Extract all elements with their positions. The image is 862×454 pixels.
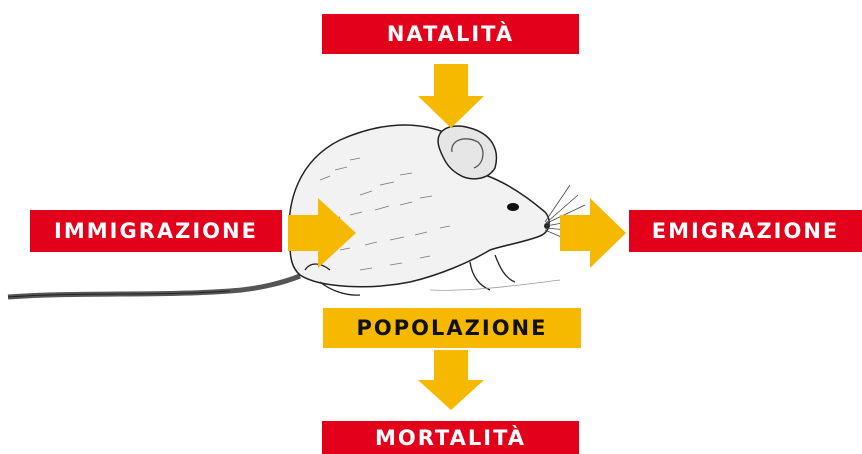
mortalita-label: MORTALITÀ <box>322 421 579 454</box>
arrow-icon <box>418 64 484 128</box>
immigrazione-label: IMMIGRAZIONE <box>30 210 282 252</box>
arrow-icon <box>560 198 626 268</box>
natalita-label: NATALITÀ <box>322 14 579 54</box>
popolazione-label: POPOLAZIONE <box>323 308 581 348</box>
arrow-icon <box>418 350 484 410</box>
emigrazione-label: EMIGRAZIONE <box>629 210 862 252</box>
